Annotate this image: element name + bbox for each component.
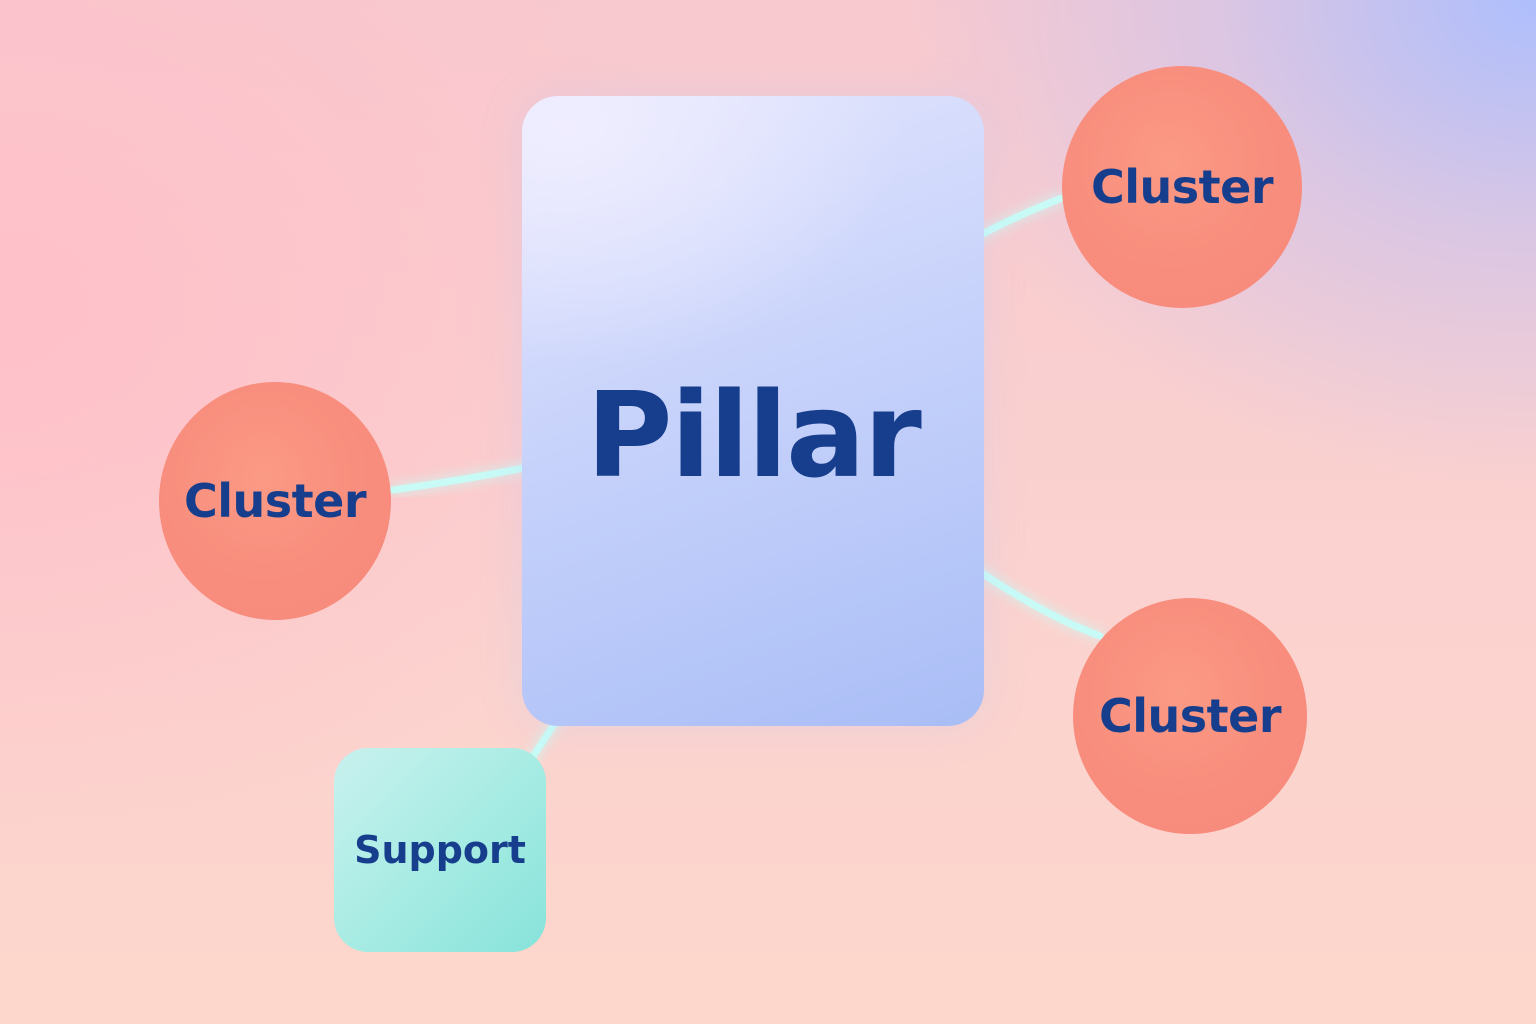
- support-node[interactable]: Support: [334, 748, 546, 952]
- cluster-label: Cluster: [1098, 689, 1282, 743]
- pillar-label: Pillar: [586, 366, 922, 504]
- cluster-node-bottom-right[interactable]: Cluster: [1073, 598, 1307, 834]
- support-label: Support: [354, 828, 526, 872]
- cluster-label: Cluster: [1090, 160, 1274, 214]
- cluster-node-left[interactable]: Cluster: [159, 382, 391, 620]
- cluster-node-top-right[interactable]: Cluster: [1062, 66, 1302, 308]
- cluster-label: Cluster: [183, 474, 367, 528]
- pillar-node[interactable]: Pillar: [522, 96, 984, 726]
